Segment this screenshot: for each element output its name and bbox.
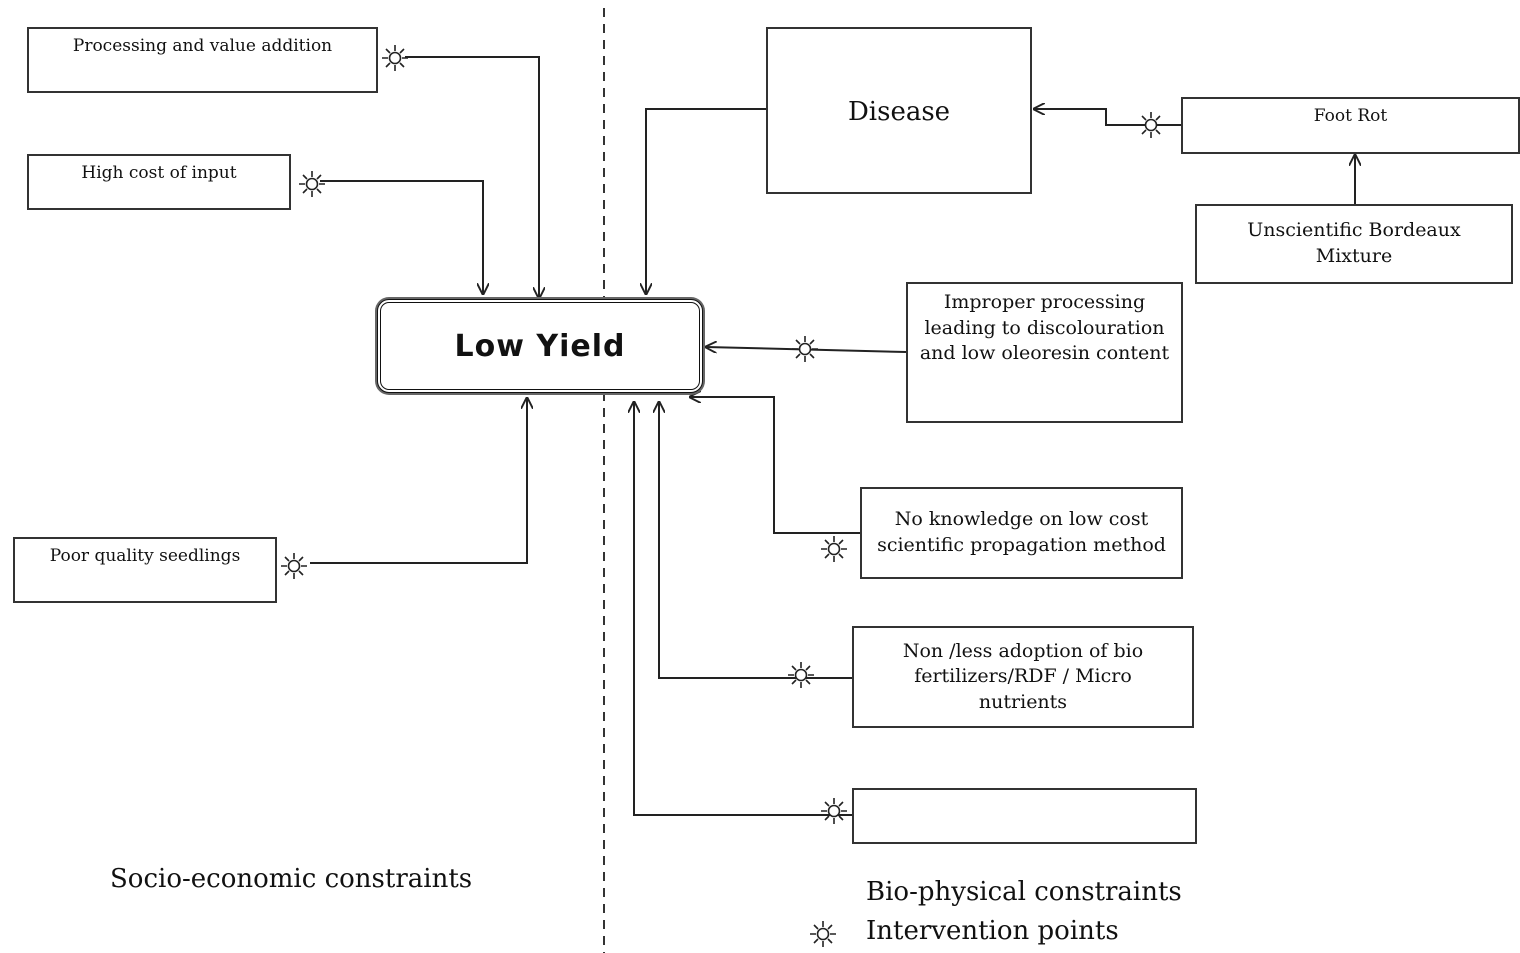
arrow-propagation — [690, 397, 860, 534]
improper-processing-label: Improper processing leading to discolour… — [919, 291, 1170, 365]
arrow-disease — [646, 108, 766, 294]
empty-constraint-box — [852, 788, 1197, 844]
bio-fertilizers-box: Non /less adoption of bio fertilizers/RD… — [852, 626, 1194, 728]
arrow-high-cost — [320, 180, 483, 294]
sun-icon — [810, 921, 836, 947]
sun-icon — [1137, 111, 1165, 139]
disease-label: Disease — [847, 97, 951, 127]
sun-icon — [791, 335, 819, 363]
foot-rot-box: Foot Rot — [1181, 97, 1520, 154]
propagation-box: No knowledge on low cost scientific prop… — [860, 487, 1183, 579]
bordeaux-mixture-label: Unscientific Bordeaux Mixture — [1247, 219, 1461, 267]
disease-box: Disease — [766, 27, 1032, 194]
bio-fertilizers-label: Non /less adoption of bio fertilizers/RD… — [902, 639, 1144, 713]
processing-value-addition-box: Processing and value addition — [27, 27, 378, 93]
arrow-processing-value — [405, 56, 539, 298]
low-yield-label: Low Yield — [454, 328, 626, 364]
low-yield-node: Low Yield — [377, 299, 703, 393]
socio-economic-heading: Socio-economic constraints — [110, 864, 473, 894]
sun-icon — [820, 797, 848, 825]
sun-icon — [280, 552, 308, 580]
sun-icon — [820, 535, 848, 563]
processing-value-addition-label: Processing and value addition — [72, 36, 333, 56]
improper-processing-box: Improper processing leading to discolour… — [906, 282, 1183, 423]
bordeaux-mixture-box: Unscientific Bordeaux Mixture — [1195, 204, 1513, 284]
high-cost-input-box: High cost of input — [27, 154, 291, 210]
intervention-points-label: Intervention points — [866, 916, 1119, 946]
bio-physical-heading: Bio-physical constraints — [866, 877, 1182, 907]
propagation-label: No knowledge on low cost scientific prop… — [877, 508, 1166, 556]
arrow-empty — [634, 402, 852, 816]
poor-quality-seedlings-label: Poor quality seedlings — [49, 546, 241, 566]
high-cost-input-label: High cost of input — [81, 163, 237, 183]
sun-icon — [381, 44, 409, 72]
foot-rot-label: Foot Rot — [1313, 106, 1388, 126]
sun-icon — [787, 661, 815, 689]
poor-quality-seedlings-box: Poor quality seedlings — [13, 537, 277, 603]
arrow-seedlings — [310, 398, 527, 564]
sun-icon — [298, 170, 326, 198]
arrow-fertilizers — [659, 402, 852, 679]
